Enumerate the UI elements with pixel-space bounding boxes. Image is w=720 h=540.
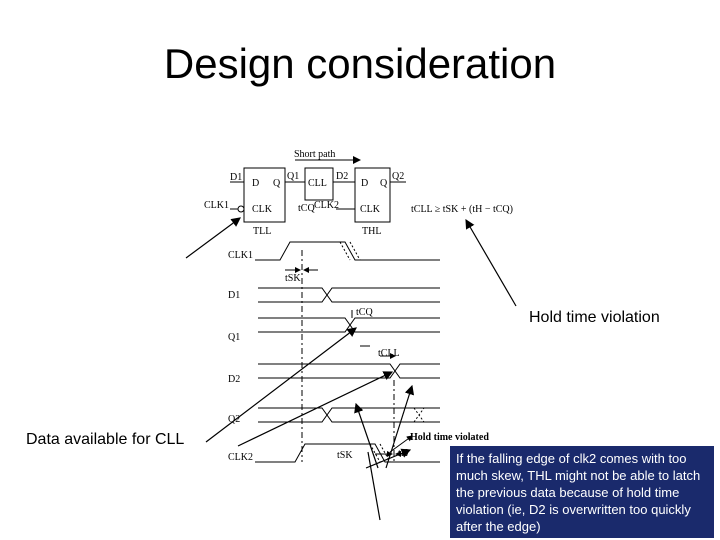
tll-clk-label: CLK: [252, 204, 273, 215]
hold-time-pointer-arrow: [465, 218, 517, 307]
circuit-d1-label: D1: [230, 172, 242, 183]
thl-q-label: Q: [380, 178, 388, 189]
tsk-label-top: tSK: [285, 273, 301, 284]
circuit-q1-label: Q1: [287, 171, 299, 182]
data-available-pointer-arrow-2: [237, 371, 394, 447]
d1-waveform: [258, 287, 440, 303]
clk1-pointer-arrow: [185, 217, 241, 259]
explanation-pointer-arrow-1: [385, 384, 415, 469]
data-available-pointer-arrow: [205, 327, 357, 443]
tcll-label: tCLL: [378, 348, 400, 359]
tll-label: TLL: [253, 226, 271, 237]
circuit-schematic: [230, 156, 406, 223]
explanation-pointer-arrow-3: [365, 448, 412, 469]
tll-q-label: Q: [273, 178, 281, 189]
thl-label: THL: [362, 226, 381, 237]
tcq-label: tCQ: [356, 307, 373, 318]
tsk-label-bottom: tSK: [337, 450, 353, 461]
explanation-pointer-arrow-4: [367, 451, 381, 521]
circuit-tcq-label: tCQ: [298, 203, 315, 214]
signal-label-d1: D1: [228, 290, 240, 301]
explanation-pointer-arrow-2: [354, 402, 379, 469]
circuit-clk1-label: CLK1: [204, 200, 229, 211]
hold-time-violated-label: Hold time violated: [410, 432, 489, 443]
thl-d-label: D: [361, 178, 368, 189]
d2-waveform: [258, 363, 440, 379]
hold-equation: tCLL ≥ tSK + (tH − tCQ): [411, 204, 513, 215]
inverter-bubble: [237, 205, 245, 213]
explanation-box: If the falling edge of clk2 comes with t…: [450, 446, 714, 538]
tll-d-label: D: [252, 178, 259, 189]
thl-latch: [354, 167, 391, 223]
circuit-d2-label: D2: [336, 171, 348, 182]
data-available-note: Data available for CLL: [26, 431, 185, 448]
hold-time-violation-note: Hold time violation: [529, 309, 660, 326]
circuit-clk2-label: CLK2: [314, 200, 339, 211]
signal-label-d2: D2: [228, 374, 240, 385]
clk1-waveform: [255, 241, 440, 261]
thl-clk-label: CLK: [360, 204, 381, 215]
clk2-waveform: [255, 443, 440, 463]
tll-latch: [243, 167, 286, 223]
q1-waveform: [258, 317, 440, 333]
signal-label-q1: Q1: [228, 332, 240, 343]
signal-label-q2: Q2: [228, 414, 240, 425]
circuit-q2-label: Q2: [392, 171, 404, 182]
signal-label-clk1: CLK1: [228, 250, 253, 261]
cll-block: [304, 167, 334, 201]
waveforms: [255, 241, 440, 463]
short-path-label: Short path: [294, 149, 335, 160]
cll-label: CLL: [308, 178, 327, 189]
q2-waveform: [258, 407, 440, 423]
slide-title: Design consideration: [163, 40, 557, 87]
signal-label-clk2: CLK2: [228, 452, 253, 463]
